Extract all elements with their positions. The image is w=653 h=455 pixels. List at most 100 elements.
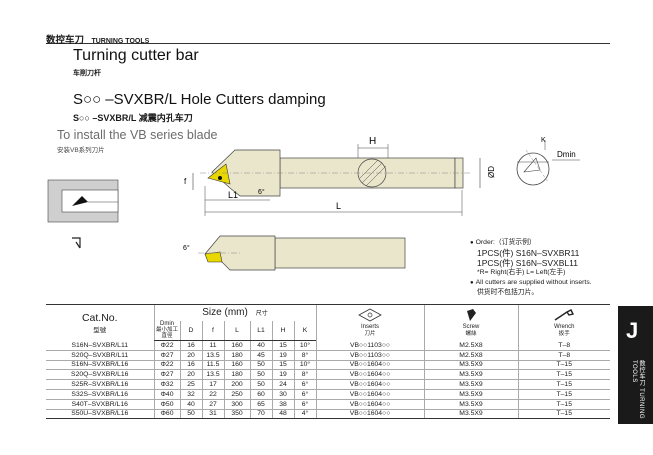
col-l1-header: L1 <box>249 320 272 341</box>
dim-l: L <box>336 201 341 211</box>
cell-wrench: T–15 <box>517 379 610 390</box>
col-d-header: D <box>179 320 202 341</box>
cell-dmin: Φ60 <box>153 409 180 420</box>
cell-d: 20 <box>179 369 202 381</box>
cell-insert: VB○○1103○○ <box>315 350 424 361</box>
cell-l: 180 <box>223 350 250 361</box>
cell-l1: 50 <box>249 359 272 371</box>
cell-l1: 50 <box>249 369 272 381</box>
cell-k: 8° <box>293 369 316 381</box>
cell-h: 19 <box>271 350 294 361</box>
cell-screw: M3.5X9 <box>423 359 518 371</box>
cell-h: 15 <box>271 359 294 371</box>
cell-insert: VB○○1604○○ <box>315 369 424 381</box>
cell-d: 40 <box>179 398 202 410</box>
cell-l: 350 <box>223 409 250 420</box>
cell-cat-no: S20Q–SVXBR/L11 <box>46 350 154 361</box>
col-l-header: L <box>223 320 250 341</box>
cell-h: 30 <box>271 389 294 400</box>
cell-cat-no: S50U–SVXBR/L16 <box>46 409 154 420</box>
spec-table: Cat.No. 型號 Size (mm) 尺寸 Inserts 刀片 Screw… <box>46 304 610 420</box>
cell-screw: M3.5X9 <box>423 409 518 420</box>
catno-header: Cat.No. 型號 <box>46 304 154 341</box>
cell-screw: M3.5X9 <box>423 389 518 400</box>
blade-note-cn: 安装VB系列刀片 <box>57 147 105 154</box>
cell-h: 24 <box>271 379 294 390</box>
cell-screw: M2.5X8 <box>423 350 518 361</box>
dim-angle: 6° <box>258 188 265 196</box>
cell-l1: 70 <box>249 409 272 420</box>
screw-header: Screw 螺絲 <box>423 304 518 341</box>
cell-cat-no: S32S–SVXBR/L16 <box>46 389 154 400</box>
cell-h: 38 <box>271 398 294 410</box>
cell-l: 200 <box>223 379 250 390</box>
section-tab[interactable]: J 数控车刀 TURNING TOOLS <box>618 306 653 424</box>
cell-h: 15 <box>271 340 294 351</box>
cell-wrench: T–15 <box>517 409 610 420</box>
cell-insert: VB○○1604○○ <box>315 409 424 420</box>
cell-cat-no: S16N–SVXBR/L16 <box>46 359 154 371</box>
bore-sketch <box>47 179 119 223</box>
size-header: Size (mm) 尺寸 <box>153 304 316 321</box>
cell-f: 11 <box>201 340 224 351</box>
header-en: TURNING TOOLS <box>91 38 150 45</box>
page-header: 数控车刀 TURNING TOOLS <box>46 30 610 46</box>
supply-note-cn: 供货时不包括刀片。 <box>477 289 539 296</box>
cell-dmin: Φ22 <box>153 340 180 351</box>
cell-wrench: T–8 <box>517 350 610 361</box>
cell-d: 20 <box>179 350 202 361</box>
cell-wrench: T–15 <box>517 369 610 381</box>
cell-cat-no: S16N–SVXBR/L11 <box>46 340 154 351</box>
right-hand-icon <box>72 237 81 249</box>
cell-k: 6° <box>293 389 316 400</box>
cell-dmin: Φ32 <box>153 379 180 390</box>
product-subtitle-cn: S○○ –SVXBR/L 减震内孔车刀 <box>73 113 193 123</box>
cell-dmin: Φ22 <box>153 359 180 371</box>
col-f-header: f <box>201 320 224 341</box>
cell-screw: M3.5X9 <box>423 379 518 390</box>
cell-l1: 65 <box>249 398 272 410</box>
cell-l1: 60 <box>249 389 272 400</box>
cell-wrench: T–8 <box>517 340 610 351</box>
inserts-header: Inserts 刀片 <box>315 304 424 341</box>
cell-k: 6° <box>293 379 316 390</box>
tool-drawing: H L1 L f 6° ØD K Dmin 6° <box>47 136 580 271</box>
cell-k: 6° <box>293 398 316 410</box>
section-label-cn: 数控车刀 <box>638 360 644 386</box>
dmin-header: Dmin 最小加工直徑 <box>153 320 180 341</box>
cell-d: 32 <box>179 389 202 400</box>
cell-l: 160 <box>223 359 250 371</box>
cell-l1: 40 <box>249 340 272 351</box>
cell-f: 27 <box>201 398 224 410</box>
cell-f: 22 <box>201 389 224 400</box>
bar-side-view <box>198 235 406 271</box>
screw-icon <box>467 309 476 322</box>
cell-d: 25 <box>179 379 202 390</box>
cell-d: 16 <box>179 340 202 351</box>
cell-l: 180 <box>223 369 250 381</box>
cell-h: 19 <box>271 369 294 381</box>
dim-d: ØD <box>487 166 496 178</box>
cell-insert: VB○○1604○○ <box>315 379 424 390</box>
cell-d: 50 <box>179 409 202 420</box>
cell-f: 31 <box>201 409 224 420</box>
order-heading: Order:（订货示例） <box>470 238 592 248</box>
wrench-icon <box>554 309 575 321</box>
cell-screw: M2.5X8 <box>423 340 518 351</box>
cell-dmin: Φ50 <box>153 398 180 410</box>
cell-l: 300 <box>223 398 250 410</box>
cell-insert: VB○○1103○○ <box>315 340 424 351</box>
cell-screw: M3.5X9 <box>423 369 518 381</box>
end-view <box>516 140 580 186</box>
dim-h: H <box>369 136 376 147</box>
cell-screw: M3.5X9 <box>423 398 518 410</box>
cell-cat-no: S25R–SVXBR/L16 <box>46 379 154 390</box>
cell-cat-no: S40T–SVXBR/L16 <box>46 398 154 410</box>
cell-l1: 45 <box>249 350 272 361</box>
